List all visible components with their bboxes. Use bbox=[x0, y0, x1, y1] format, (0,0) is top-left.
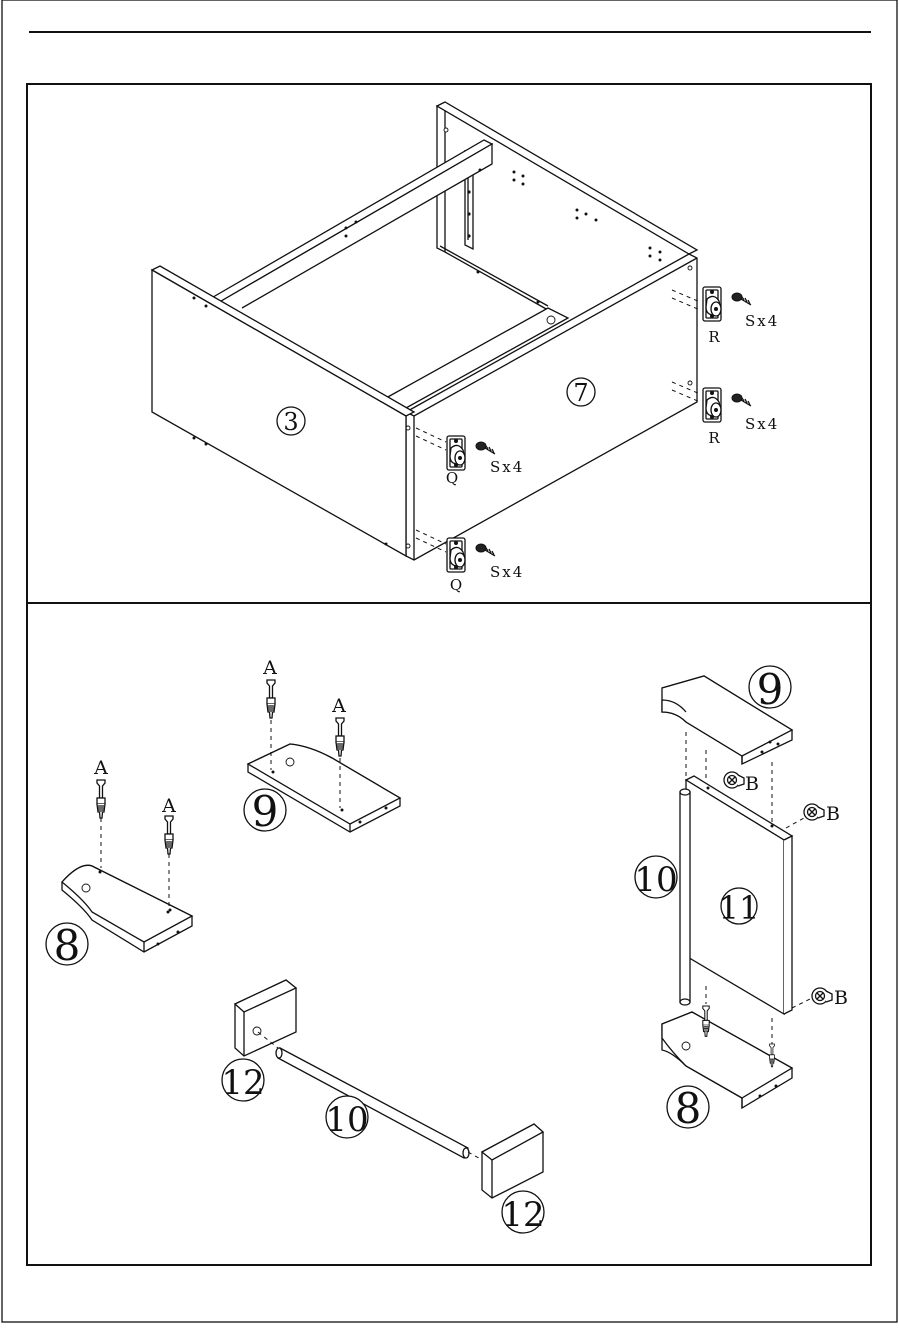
screw-icon bbox=[732, 293, 751, 305]
cam-bolt-label: A bbox=[161, 795, 176, 817]
cam-lock-label: B bbox=[745, 773, 759, 795]
caster-r-bottom bbox=[703, 388, 721, 422]
screw-qty-label: Sx4 bbox=[490, 563, 524, 581]
part-10-label: 10 bbox=[634, 860, 677, 900]
caster-r-label: R bbox=[708, 429, 720, 447]
part-8-label: 8 bbox=[675, 1084, 702, 1133]
cam-bolt-icon bbox=[165, 816, 173, 854]
part-10-label: 10 bbox=[325, 1100, 368, 1140]
part-9-label: 9 bbox=[757, 665, 784, 714]
cam-bolt-label: A bbox=[262, 657, 277, 679]
cam-lock-label: B bbox=[834, 987, 848, 1009]
part-12-label: 12 bbox=[221, 1063, 264, 1103]
caster-r-label: R bbox=[708, 328, 720, 346]
part-3-label: 3 bbox=[283, 408, 298, 436]
cam-bolt-icon bbox=[703, 1006, 709, 1036]
caster-q-bottom bbox=[447, 538, 465, 572]
side-panel-7 bbox=[406, 254, 697, 560]
part-9-label: 9 bbox=[252, 787, 279, 836]
cam-lock-label: B bbox=[826, 803, 840, 825]
part-7-label: 7 bbox=[573, 379, 588, 407]
cam-bolt-icon bbox=[97, 780, 105, 818]
part-8-label: 8 bbox=[54, 921, 81, 970]
step-frame-assembly: A A 8 A A 9 bbox=[46, 657, 848, 1235]
caster-q-top bbox=[447, 436, 465, 470]
screw-icon bbox=[476, 544, 495, 556]
cam-lock-icon bbox=[804, 804, 824, 820]
caster-r-top bbox=[703, 287, 721, 321]
screw-icon bbox=[732, 394, 751, 406]
cam-bolt-icon bbox=[267, 680, 275, 718]
part-12-label: 12 bbox=[501, 1195, 544, 1235]
shelf-8-with-dowels: A A 8 bbox=[46, 757, 192, 970]
cam-lock-icon bbox=[724, 772, 744, 788]
screw-qty-label: Sx4 bbox=[490, 458, 524, 476]
caster-q-label: Q bbox=[450, 576, 462, 594]
step-caster-assembly: 3 7 R R Q Q Sx4 Sx4 Sx4 Sx4 bbox=[152, 102, 779, 594]
screw-qty-label: Sx4 bbox=[745, 415, 779, 433]
part-11-label: 11 bbox=[719, 889, 760, 927]
cam-bolt-label: A bbox=[93, 757, 108, 779]
leg-rod-assembly: 12 10 12 bbox=[221, 980, 544, 1235]
cam-lock-icon bbox=[812, 988, 832, 1004]
screw-qty-label: Sx4 bbox=[745, 312, 779, 330]
cam-bolt-icon bbox=[770, 1044, 775, 1067]
shelf-9-with-dowels: A A 9 bbox=[244, 657, 400, 836]
cam-bolt-icon bbox=[336, 718, 344, 756]
caster-q-label: Q bbox=[446, 469, 458, 487]
cam-bolt-label: A bbox=[331, 695, 346, 717]
upright-assembly: 9 11 10 B B B bbox=[634, 665, 848, 1133]
